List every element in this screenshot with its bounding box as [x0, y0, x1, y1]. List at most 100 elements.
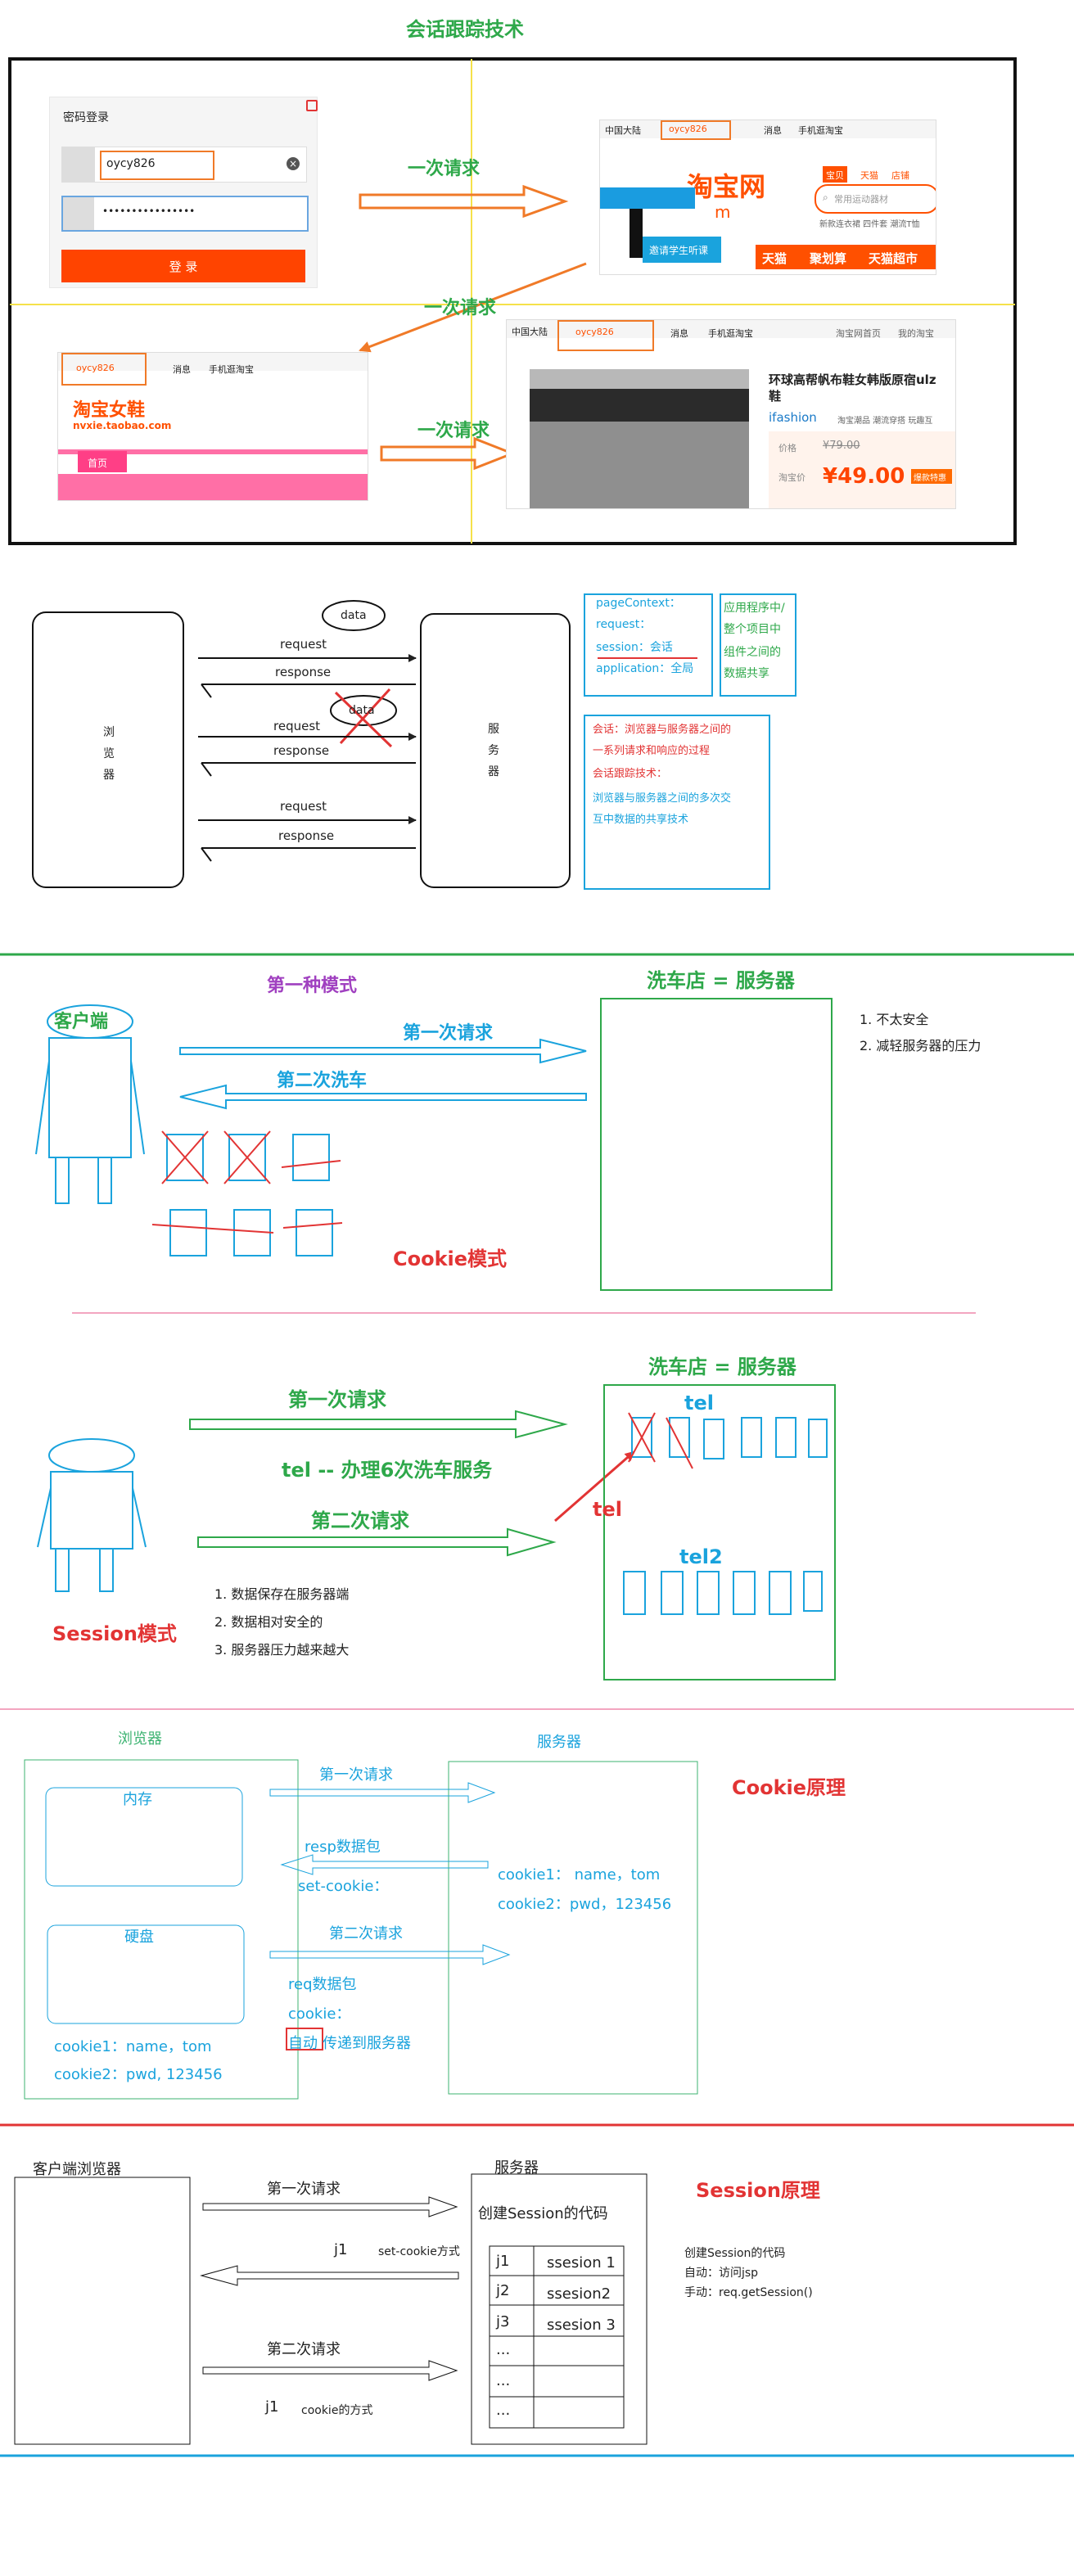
- product-msg-link[interactable]: 消息: [670, 328, 688, 339]
- tel-card-6: [808, 1419, 828, 1458]
- product-home-link[interactable]: 淘宝网首页: [836, 328, 881, 339]
- password-field[interactable]: ••••••••••••••••: [61, 196, 309, 232]
- tel2-card-1: [623, 1571, 646, 1615]
- request-label-2: request: [273, 719, 321, 733]
- cookie-browser-frame: [24, 1759, 299, 2100]
- shoe-msg-link[interactable]: 消息: [173, 364, 191, 375]
- shoe-user-highlight: [61, 353, 147, 386]
- product-mobile-link[interactable]: 手机逛淘宝: [708, 328, 753, 339]
- response-arrow-2-head: [201, 762, 212, 777]
- app-note-box: [720, 593, 796, 697]
- data-ellipse-1: [322, 600, 386, 631]
- promo-banner[interactable]: 邀请学生听课: [643, 237, 721, 263]
- user-link[interactable]: oycy826: [669, 124, 707, 134]
- resp-pkg-label: resp数据包: [305, 1838, 381, 1856]
- main-nav: 天猫 聚划算 天猫超市: [756, 245, 936, 269]
- req1-label-1: 第一次请求: [403, 1023, 494, 1044]
- user-highlight: [661, 120, 731, 140]
- tel-card-4: [741, 1417, 762, 1458]
- login-heading: 密码登录: [63, 111, 109, 124]
- session-note-create: 创建Session的代码: [684, 2247, 786, 2260]
- taobao-logo: 淘宝网: [687, 171, 766, 202]
- mode-title: 第一种模式: [267, 976, 358, 996]
- server-box: [420, 613, 571, 888]
- product-name: 环球高帮帆布鞋女韩版原宿ulz: [769, 372, 936, 387]
- client-leg-right-2: [99, 1548, 114, 1592]
- cookie-label: cookie：: [288, 2005, 351, 2023]
- app-note-4: 数据共享: [724, 667, 769, 680]
- card-3: [292, 1134, 330, 1181]
- browser-label-3: 器: [103, 769, 115, 782]
- tel-card-1-cross-b: [628, 1412, 656, 1463]
- product-user-highlight: [557, 320, 654, 351]
- tel2-label: tel2: [679, 1545, 723, 1568]
- product-region: 中国大陆: [512, 327, 548, 337]
- auto-highlight: [286, 2028, 323, 2050]
- taobao-logo-sub: m: [715, 202, 731, 222]
- login-button[interactable]: 登 录: [61, 250, 305, 282]
- region-label: 中国大陆: [605, 125, 641, 136]
- shoe-banner: [58, 474, 368, 500]
- mobile-link[interactable]: 手机逛淘宝: [798, 125, 843, 136]
- card-1-cross-b: [161, 1130, 209, 1184]
- tel2-card-6: [803, 1571, 823, 1612]
- nav-tmall-super[interactable]: 天猫超市: [869, 251, 918, 266]
- session-j1b-label: j1: [265, 2398, 279, 2416]
- msg-link[interactable]: 消息: [764, 125, 782, 136]
- card-4: [169, 1209, 207, 1256]
- session-req1-label: 第一次请求: [267, 2181, 341, 2198]
- session-note-3: 3. 服务器压力越来越大: [214, 1642, 350, 1658]
- browser-label-1: 浏: [103, 726, 115, 739]
- user-icon: [62, 147, 95, 182]
- shoe-user-link[interactable]: oycy826: [76, 363, 115, 373]
- red-tel-arrow: [554, 1450, 635, 1523]
- tel-label: tel: [684, 1392, 714, 1414]
- tab-tmall[interactable]: 天猫: [860, 170, 878, 181]
- search-box[interactable]: ⌕ 常用运动器材: [815, 184, 936, 214]
- nav-juhuasuan[interactable]: 聚划算: [810, 251, 847, 266]
- shoe-nav-line: [58, 449, 368, 454]
- auto-label: 自动: [288, 2035, 318, 2052]
- cookie-way-label: cookie的方式: [301, 2404, 373, 2417]
- product-user-link[interactable]: oycy826: [575, 327, 614, 337]
- cookie-server-label: 服务器: [537, 1734, 581, 1751]
- clear-icon[interactable]: ×: [287, 157, 300, 170]
- session-table-key-6: ...: [496, 2402, 511, 2419]
- data-label-1: data: [341, 609, 367, 622]
- product-image-ground: [530, 422, 749, 508]
- server-label-1: 服: [488, 723, 499, 736]
- green-hollow-arrow-1: [189, 1410, 568, 1439]
- shoe-mobile-link[interactable]: 手机逛淘宝: [209, 364, 254, 375]
- server-cookie-2: cookie2：pwd，123456: [498, 1896, 672, 1913]
- shoe-domain: nvxie.taobao.com: [73, 420, 172, 431]
- tab-baobei[interactable]: 宝贝: [823, 166, 847, 183]
- tab-shop[interactable]: 店铺: [891, 170, 909, 181]
- username-field[interactable]: oycy826 ×: [61, 147, 307, 183]
- session-table-key-5: ...: [496, 2372, 511, 2389]
- price-new: ¥49.00: [823, 464, 905, 489]
- orange-arrow-diagonal: [359, 262, 587, 353]
- server-label-2: 务: [488, 744, 499, 757]
- shoe-topbar: [58, 353, 368, 371]
- shoe-store-screenshot: oycy826 消息 手机逛淘宝 淘宝女鞋 nvxie.taobao.com 首…: [57, 352, 368, 501]
- cookie-browser-label: 浏览器: [118, 1730, 162, 1748]
- product-name-2: 鞋: [769, 389, 782, 404]
- login-button-label: 登 录: [169, 259, 198, 274]
- product-mytaobao-link[interactable]: 我的淘宝: [898, 328, 934, 339]
- nav-tmall[interactable]: 天猫: [762, 251, 787, 266]
- disk-box: [47, 1924, 245, 2024]
- cookie-mode-label: Cookie模式: [393, 1247, 508, 1270]
- memory-box: [45, 1787, 243, 1887]
- session-client-label: 客户端浏览器: [33, 2161, 121, 2178]
- product-image: [530, 369, 749, 508]
- data-label-2: data: [349, 704, 375, 717]
- client-arm-left-1: [35, 1060, 50, 1155]
- shoe-home-tab[interactable]: 首页: [78, 451, 127, 472]
- price-badge-label: 爆款特惠: [914, 474, 946, 483]
- hot-keywords: 新款连衣裙 四件套 潮流T恤: [819, 220, 920, 229]
- session-table-val-2: ssesion2: [547, 2285, 611, 2303]
- req2-label-1: 第二次洗车: [277, 1071, 368, 1091]
- disk-label: 硬盘: [124, 1929, 154, 1946]
- lock-icon: [63, 197, 94, 230]
